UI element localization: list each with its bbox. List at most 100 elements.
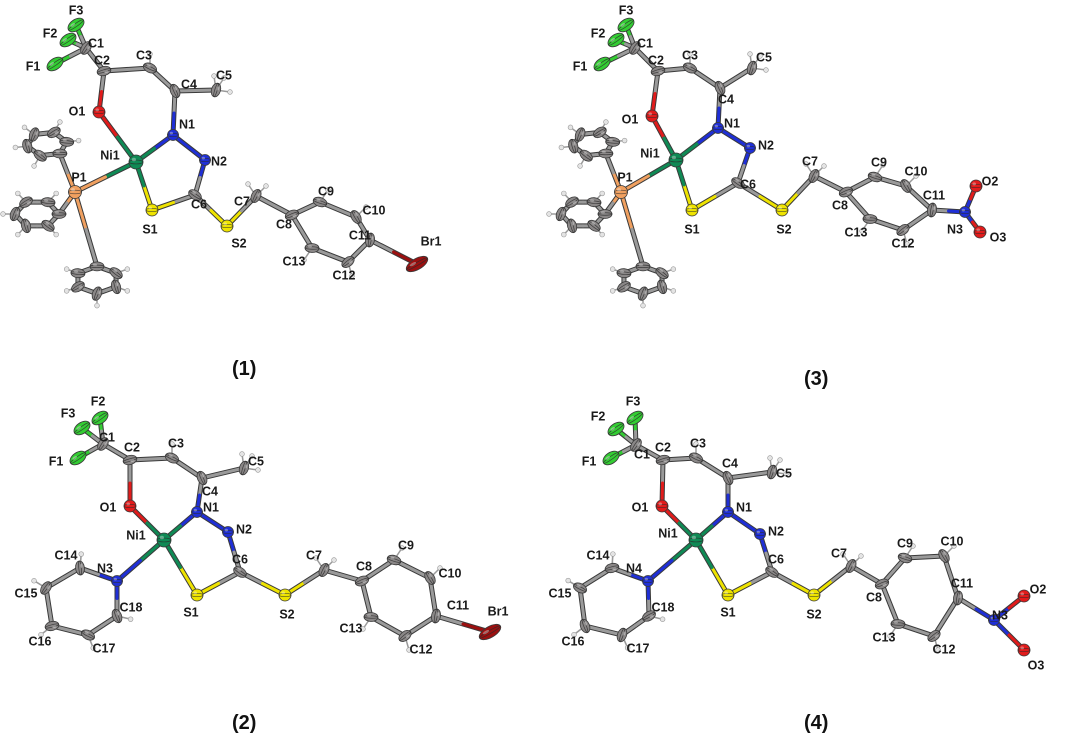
panel-4-atom-C13: [890, 619, 906, 629]
panel-1-label-C10: C10: [363, 203, 386, 217]
panel-1-label-S2: S2: [231, 236, 246, 250]
panel-3-h-7: [913, 173, 919, 179]
panel-3-phenyl-b: [546, 189, 624, 238]
panel-1-phenyl-b-h-5: [53, 190, 59, 197]
panel-1-atom-C11: [365, 232, 375, 248]
panel-4-atom-C8: [874, 578, 890, 590]
panel-4-label-N2: N2: [768, 524, 784, 538]
panel-3-label-O2: O2: [982, 174, 999, 188]
panel-2-atom-C14: [75, 560, 85, 576]
panel-1-phenyl-b-c-5: [40, 197, 56, 208]
panel-4-atom-C11: [953, 590, 963, 606]
panel-4-h-4: [840, 551, 846, 557]
panel-2-bond-24: [359, 578, 374, 620]
panel-4-atom-C2: [655, 454, 671, 466]
panel-4-label-C5: C5: [776, 466, 792, 480]
panel-3-label-C6: C6: [740, 177, 756, 191]
panel-2-label-C17: C17: [93, 641, 116, 655]
panel-4-label-S1: S1: [720, 605, 735, 619]
panel-1-atom-C6: [188, 189, 202, 201]
panel-3-phenyl-c-h-1: [670, 266, 677, 272]
panel-3-atom-F1: [593, 56, 611, 72]
panel-3-phenyl-c-ipso-bond: [618, 189, 646, 269]
panel-2-h-5: [331, 557, 337, 563]
panel-1-phenyl-b-h-3: [0, 211, 6, 217]
panel-1-phenyl-c-c-5: [70, 268, 86, 279]
panel-4-h-py-4: [659, 616, 666, 622]
panel-1-h-2: [227, 89, 233, 95]
panel-1-h-7: [363, 204, 369, 210]
panel-4-atom-C15: [573, 582, 587, 594]
panel-4-bond-17: [811, 563, 854, 598]
panel-2-bond-13: [194, 569, 243, 598]
panel-1-phenyl-a-h-5: [75, 137, 82, 144]
panel-1-bond-25: [367, 237, 420, 267]
panel-1-atom-C1: [80, 41, 92, 55]
panel-2-label-C13: C13: [340, 621, 363, 635]
panel-4-h-py-0: [610, 551, 616, 557]
panel-4-atom-C3: [688, 452, 704, 464]
panel-1-label-Ni1: Ni1: [100, 148, 120, 162]
panel-1-h-0: [147, 51, 153, 57]
panel-4-label-C17: C17: [627, 641, 650, 655]
panel-3-label-O3: O3: [990, 230, 1007, 244]
panel-1-label-C4: C4: [181, 77, 197, 91]
panel-3-bond-7: [649, 68, 661, 119]
panel-4-atom-F2: [607, 421, 625, 437]
panel-2-atom-Ni1: [156, 532, 172, 548]
panel-4-label-C16: C16: [562, 634, 585, 648]
panel-4-atom-C18: [642, 610, 656, 622]
panel-4-label-C7: C7: [831, 546, 847, 560]
panel-2-atom-F2: [91, 410, 109, 426]
panel-1-phenyl-b-c-4: [19, 196, 33, 208]
panel-1-h-4: [245, 181, 251, 187]
panel-3-phenyl-a-h-2: [558, 144, 565, 151]
panel-2-bond-16: [237, 569, 288, 598]
panel-2-label-C18: C18: [120, 600, 143, 614]
panel-3-atom-N2: [744, 142, 756, 154]
panel-2-label-C14: C14: [55, 548, 78, 562]
panel-1-label-C7: C7: [234, 194, 250, 208]
panel-1-label-C9: C9: [318, 184, 334, 198]
panel-1-label-C2: C2: [94, 53, 110, 67]
panel-1-label-F2: F2: [43, 26, 58, 40]
panel-4-label-F1: F1: [582, 454, 597, 468]
panel-3-atom-O3: [973, 225, 987, 239]
panel-3-atom-C1: [629, 41, 641, 55]
panel-4-atom-O1: [655, 499, 669, 513]
panel-4-label-C2: C2: [655, 440, 671, 454]
panel-3-atom-C10: [900, 179, 912, 193]
panel-3-phenyl-b-c-3: [555, 206, 567, 222]
panel-4-h-5: [858, 553, 864, 559]
panel-3-phenyl-b-c-2: [566, 218, 578, 234]
panel-4-atom-O2: [1017, 589, 1031, 603]
panel-4-atom-S2: [807, 588, 821, 602]
panel-2-label-C15: C15: [15, 586, 38, 600]
panel-3-label-C9: C9: [871, 155, 887, 169]
panel-1-phenyl-a-c-4: [47, 126, 61, 139]
panel-2-label-N2: N2: [236, 522, 252, 536]
panel-3-h-8: [904, 241, 910, 247]
panel-2-label-C2: C2: [124, 440, 140, 454]
panel-3-phenyl-c-c-2: [656, 279, 668, 295]
panel-1-atom-O1: [92, 105, 106, 119]
panel-1-label-C12: C12: [333, 268, 356, 282]
panel-1-label-S1: S1: [142, 222, 157, 236]
panel-2-label-C16: C16: [29, 634, 52, 648]
panel-2-h-8: [406, 647, 412, 653]
panel-1-atom-C10: [350, 210, 362, 224]
panel-3-bond-10: [673, 125, 721, 163]
panel-3-atom-Ni1: [668, 152, 684, 168]
panel-1-bond-11: [170, 132, 208, 163]
panel-4-h-3: [767, 455, 773, 461]
panel-2-label-F3: F3: [61, 406, 76, 420]
panel-3-label-S2: S2: [776, 222, 791, 236]
panel-2-label-N3: N3: [97, 561, 113, 575]
panel-1-phenyl-c-c-2: [110, 279, 122, 295]
panel-4-bond-7: [659, 457, 666, 509]
panel-3-bond-14: [673, 157, 695, 213]
